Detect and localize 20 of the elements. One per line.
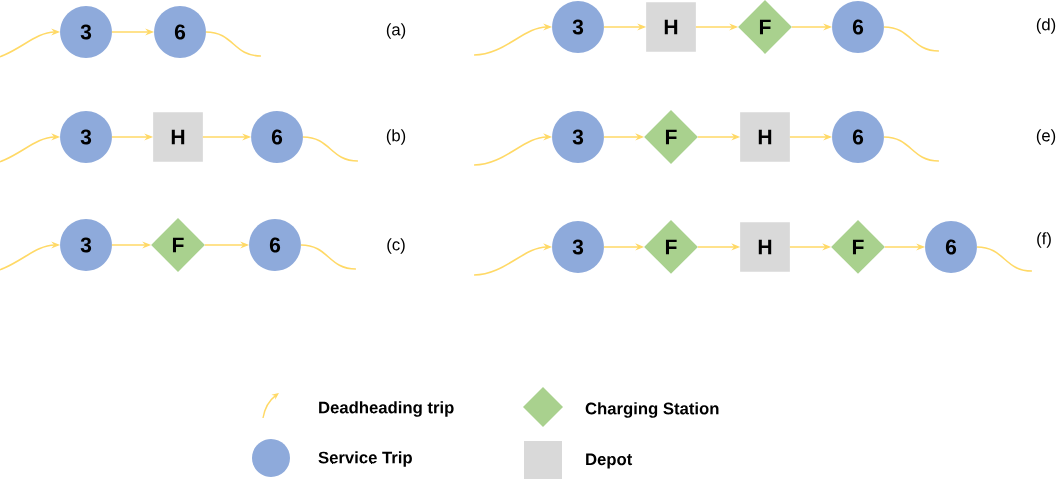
- panel-label: (f): [1037, 232, 1051, 248]
- legend-label: Service Trip: [318, 451, 412, 467]
- deadheading-curve: [883, 136, 940, 162]
- panel-label: (c): [387, 238, 405, 254]
- legend-label: Charging Station: [585, 402, 719, 418]
- panel-label: (b): [386, 129, 406, 145]
- legend-label: Deadheading trip: [319, 401, 454, 417]
- deadheading-curve: [976, 246, 1033, 272]
- deadheading-curve: [302, 136, 359, 162]
- panel-label: (a): [386, 23, 406, 39]
- depot-square: H: [153, 112, 203, 162]
- depot-square: H: [646, 2, 696, 52]
- legend-label: Depot: [586, 453, 633, 469]
- deadheading-curve: [205, 31, 262, 57]
- depot-square: H: [740, 222, 790, 272]
- deadheading-curve: [883, 26, 940, 52]
- deadheading-curve: [300, 244, 357, 270]
- panel-label: (e): [1036, 129, 1056, 145]
- panel-label: (d): [1036, 18, 1056, 34]
- depot-square: H: [740, 112, 790, 162]
